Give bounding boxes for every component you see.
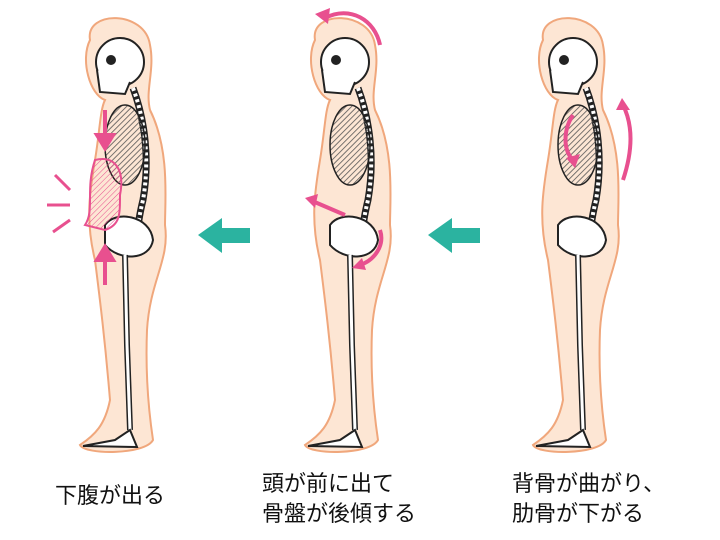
belly-highlight <box>83 158 123 232</box>
progression-arrow-left <box>198 218 250 253</box>
caption-left: 下腹が出る <box>55 482 165 512</box>
caption-middle: 頭が前に出て 骨盤が後傾する <box>262 470 416 530</box>
caption-right: 背骨が曲がり、 肋骨が下がる <box>512 470 665 530</box>
caption-right-line-1: 背骨が曲がり、 <box>512 472 666 497</box>
emphasis-lines <box>47 173 72 234</box>
compression-arrows <box>93 110 117 285</box>
caption-middle-line-2: 骨盤が後傾する <box>262 502 417 527</box>
figure-left <box>47 18 166 452</box>
figure-middle <box>305 8 391 452</box>
figure-right <box>533 18 633 452</box>
progression-arrow-right <box>428 218 480 253</box>
caption-middle-line-1: 頭が前に出て <box>262 472 395 497</box>
caption-left-line-1: 下腹が出る <box>55 484 166 509</box>
head-forward-arrow <box>324 11 382 46</box>
caption-right-line-2: 肋骨が下がる <box>512 502 645 527</box>
